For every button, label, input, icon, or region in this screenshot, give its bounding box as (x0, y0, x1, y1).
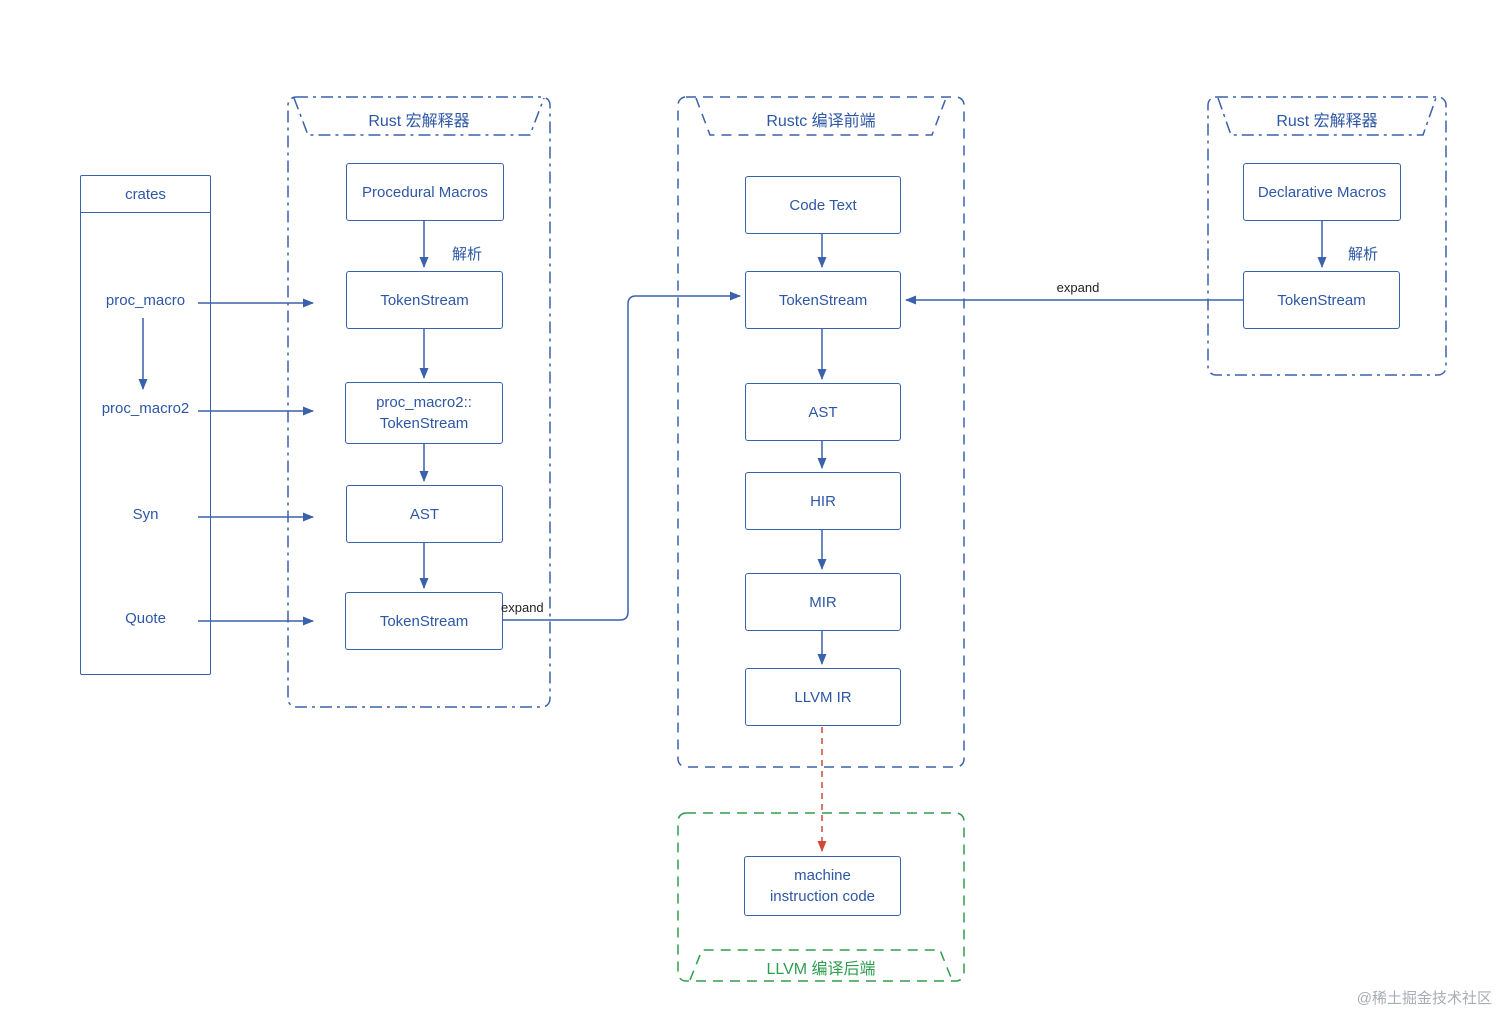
arrow-expand-left-to-rustc (503, 291, 741, 621)
node-proc-macro2-tokenstream: proc_macro2:: TokenStream (345, 382, 503, 444)
node-left-ast: AST (346, 485, 503, 543)
expand-label-left: expand (501, 600, 544, 615)
crates-panel: crates (80, 175, 211, 675)
node-center-ast: AST (745, 383, 901, 441)
node-declarative-macros: Declarative Macros (1243, 163, 1401, 221)
node-machine-instruction-code: machine instruction code (744, 856, 901, 916)
crate-item-quote: Quote (125, 610, 166, 627)
watermark: @稀土掘金技术社区 (1356, 990, 1492, 1007)
node-left-tokenstream-2: TokenStream (345, 592, 503, 650)
node-right-tokenstream: TokenStream (1243, 271, 1400, 329)
left-group-title: Rust 宏解释器 (368, 113, 470, 130)
parse-label-right: 解析 (1348, 246, 1379, 263)
node-llvm-ir: LLVM IR (745, 668, 901, 726)
node-left-tokenstream-1: TokenStream (346, 271, 503, 329)
node-mir: MIR (745, 573, 901, 631)
node-center-tokenstream: TokenStream (745, 271, 901, 329)
crate-item-proc-macro: proc_macro (105, 292, 186, 309)
node-hir: HIR (745, 472, 901, 530)
parse-label-left: 解析 (452, 246, 483, 263)
expand-label-right: expand (1056, 280, 1100, 295)
center-group-title: Rustc 编译前端 (766, 113, 876, 130)
node-procedural-macros: Procedural Macros (346, 163, 504, 221)
crate-item-proc-macro2: proc_macro2 (101, 400, 190, 417)
right-group-title: Rust 宏解释器 (1276, 113, 1378, 130)
right-group-border (1207, 96, 1447, 376)
node-code-text: Code Text (745, 176, 901, 234)
crate-item-syn: Syn (132, 506, 159, 523)
llvm-group-title: LLVM 编译后端 (766, 961, 876, 978)
crates-panel-title: crates (81, 176, 210, 213)
